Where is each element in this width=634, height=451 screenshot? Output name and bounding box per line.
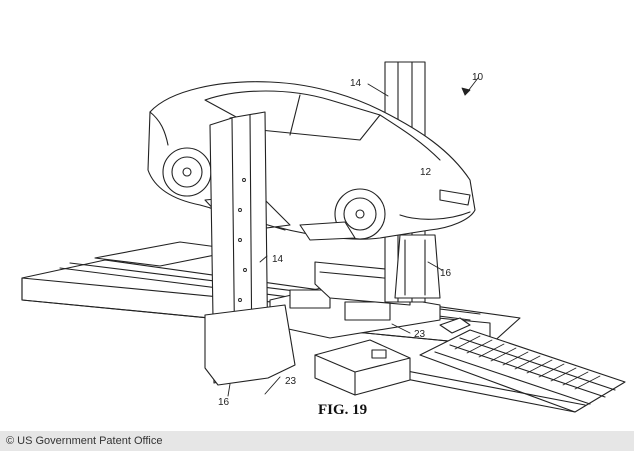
ref-label-14-mid: 14 bbox=[272, 254, 284, 265]
carriage-assembly bbox=[269, 261, 471, 396]
ref-label-12: 12 bbox=[420, 167, 432, 178]
ref-label-16-bottom: 16 bbox=[218, 397, 230, 408]
left-lift-column bbox=[204, 111, 296, 386]
vehicle bbox=[147, 81, 476, 240]
credit-text: © US Government Patent Office bbox=[6, 435, 163, 447]
figure-caption: FIG. 19 bbox=[318, 402, 367, 418]
ref-label-14-top: 14 bbox=[350, 78, 362, 89]
patent-drawing: 10 12 14 14 16 16 23 23 FIG. 19 bbox=[21, 61, 626, 418]
ref-label-23-bottom: 23 bbox=[285, 376, 297, 387]
ref-label-23-right: 23 bbox=[414, 329, 426, 340]
ref-label-10: 10 bbox=[472, 72, 484, 83]
leader-lines bbox=[227, 77, 479, 397]
credit-bar: © US Government Patent Office bbox=[0, 431, 634, 451]
ref-label-16-right: 16 bbox=[440, 268, 452, 279]
